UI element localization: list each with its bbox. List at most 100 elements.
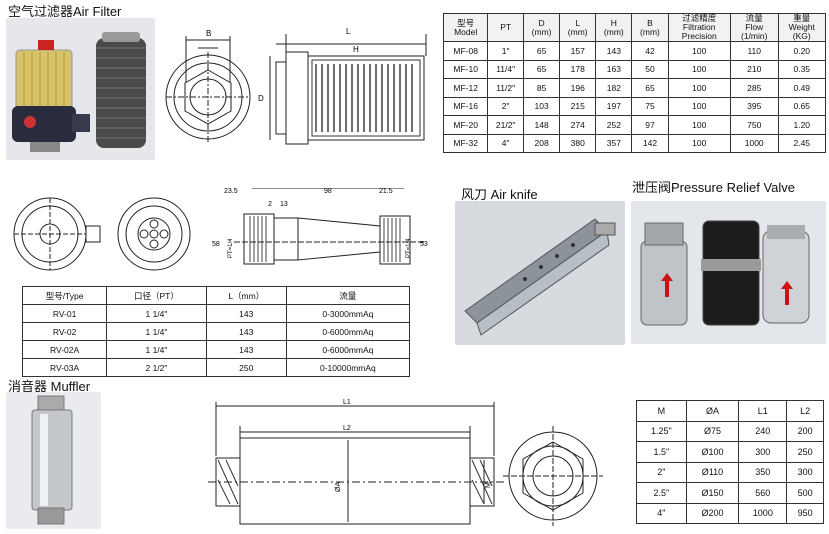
muffler-drawing: L1 L2 ØA M: [208, 399, 603, 526]
mu-dim-l1: L1: [343, 399, 351, 406]
rv-dim-58: 58: [212, 241, 220, 248]
table-cell: 143: [205, 322, 287, 341]
muffler-title: 消音器 Muffler: [8, 379, 91, 394]
table-header-cell: 型号/Type: [21, 286, 108, 305]
table-cell: 0.35: [777, 59, 827, 79]
table-cell: 1.5": [636, 441, 687, 463]
table-cell: 1.25": [636, 420, 687, 442]
table-cell: 208: [523, 133, 561, 153]
mu-dim-l2: L2: [343, 425, 351, 432]
dim-l-label: L: [346, 27, 351, 36]
header-line: 流量: [745, 13, 763, 23]
table-cell: 100: [667, 78, 731, 98]
dim-h-label: H: [353, 45, 359, 54]
table-cell: 100: [667, 96, 731, 116]
table-cell: 0.65: [777, 96, 827, 116]
table-cell: 2": [636, 461, 687, 483]
table-header-cell: L1: [738, 400, 788, 422]
table-cell: 1 1/4": [106, 322, 207, 341]
table-cell: 250: [786, 441, 824, 463]
table-cell: MF-20: [442, 115, 489, 135]
table-cell: 0-3000mmAq: [285, 304, 411, 323]
table-cell: 65: [523, 59, 561, 79]
table-header-cell: 口径（PT）: [106, 286, 207, 305]
table-header-cell: ØA: [685, 400, 740, 422]
table-cell: 1000: [738, 502, 788, 524]
rv-dim-21-5: 21.5: [379, 188, 393, 195]
header-line: Weight: [788, 22, 815, 32]
table-cell: 42: [631, 41, 669, 61]
header-line: PT: [500, 22, 512, 32]
table-cell: 143: [595, 41, 633, 61]
relief-valve-title: 泄压阀Pressure Relief Valve: [632, 180, 796, 195]
air-filter-title: 空气过滤器Air Filter: [8, 4, 122, 19]
table-cell: 11/2": [487, 78, 525, 98]
header-line: B: [647, 17, 653, 28]
relief-valve-photo: [631, 201, 826, 344]
header-line: Filtration: [682, 22, 716, 32]
header-line: (mm): [603, 26, 624, 37]
header-line: D: [538, 17, 545, 28]
table-cell: 97: [631, 115, 669, 135]
table-cell: 65: [631, 78, 669, 98]
table-cell: 75: [631, 96, 669, 116]
table-cell: 252: [595, 115, 633, 135]
table-cell: MF-12: [442, 78, 489, 98]
table-cell: 182: [595, 78, 633, 98]
rv-pt-right: PT=1/4: [406, 238, 412, 258]
table-cell: MF-10: [442, 59, 489, 79]
table-cell: 100: [667, 133, 731, 153]
table-header-cell: H(mm): [595, 13, 633, 42]
mu-dim-m: M: [485, 482, 492, 488]
relief-valve-drawing: 143 143 23.5 98 21.5 2 13 58 53 PT=1/4 P…: [13, 188, 428, 271]
table-cell: 196: [559, 78, 597, 98]
table-cell: 50: [631, 59, 669, 79]
table-cell: 0.49: [777, 78, 827, 98]
table-cell: 240: [738, 420, 788, 442]
table-cell: 2.45: [777, 133, 827, 153]
table-cell: 148: [523, 115, 561, 135]
table-header-cell: D(mm): [523, 13, 561, 42]
mu-dim-a: ØA: [335, 482, 342, 492]
table-cell: 1 1/4": [106, 340, 207, 359]
table-header-cell: PT: [487, 13, 525, 42]
table-cell: 143: [205, 304, 287, 323]
rv-dim-53: 53: [420, 241, 428, 248]
header-line: 过滤精度: [682, 13, 717, 23]
rv-pt-left: PT=1/4: [228, 238, 234, 258]
table-cell: 197: [595, 96, 633, 116]
header-line: H: [610, 17, 617, 28]
table-cell: 143: [205, 340, 287, 359]
table-cell: 357: [595, 133, 633, 153]
table-cell: 210: [729, 59, 779, 79]
table-cell: 85: [523, 78, 561, 98]
table-cell: Ø150: [685, 482, 740, 504]
air-filter-drawing: B L H D: [165, 27, 427, 145]
table-cell: 285: [729, 78, 779, 98]
table-cell: 0.20: [777, 41, 827, 61]
table-cell: 0-6000mmAq: [285, 322, 411, 341]
table-cell: 200: [786, 420, 824, 442]
table-cell: MF-08: [442, 41, 489, 61]
table-cell: Ø110: [685, 461, 740, 483]
air-filter-photo: [6, 18, 155, 160]
rv-dim-2: 2: [268, 201, 272, 208]
rv-dim-13: 13: [280, 201, 288, 208]
rv-dim-98: 98: [324, 188, 332, 195]
table-cell: 250: [205, 358, 287, 377]
header-line: Precision: [681, 31, 717, 41]
